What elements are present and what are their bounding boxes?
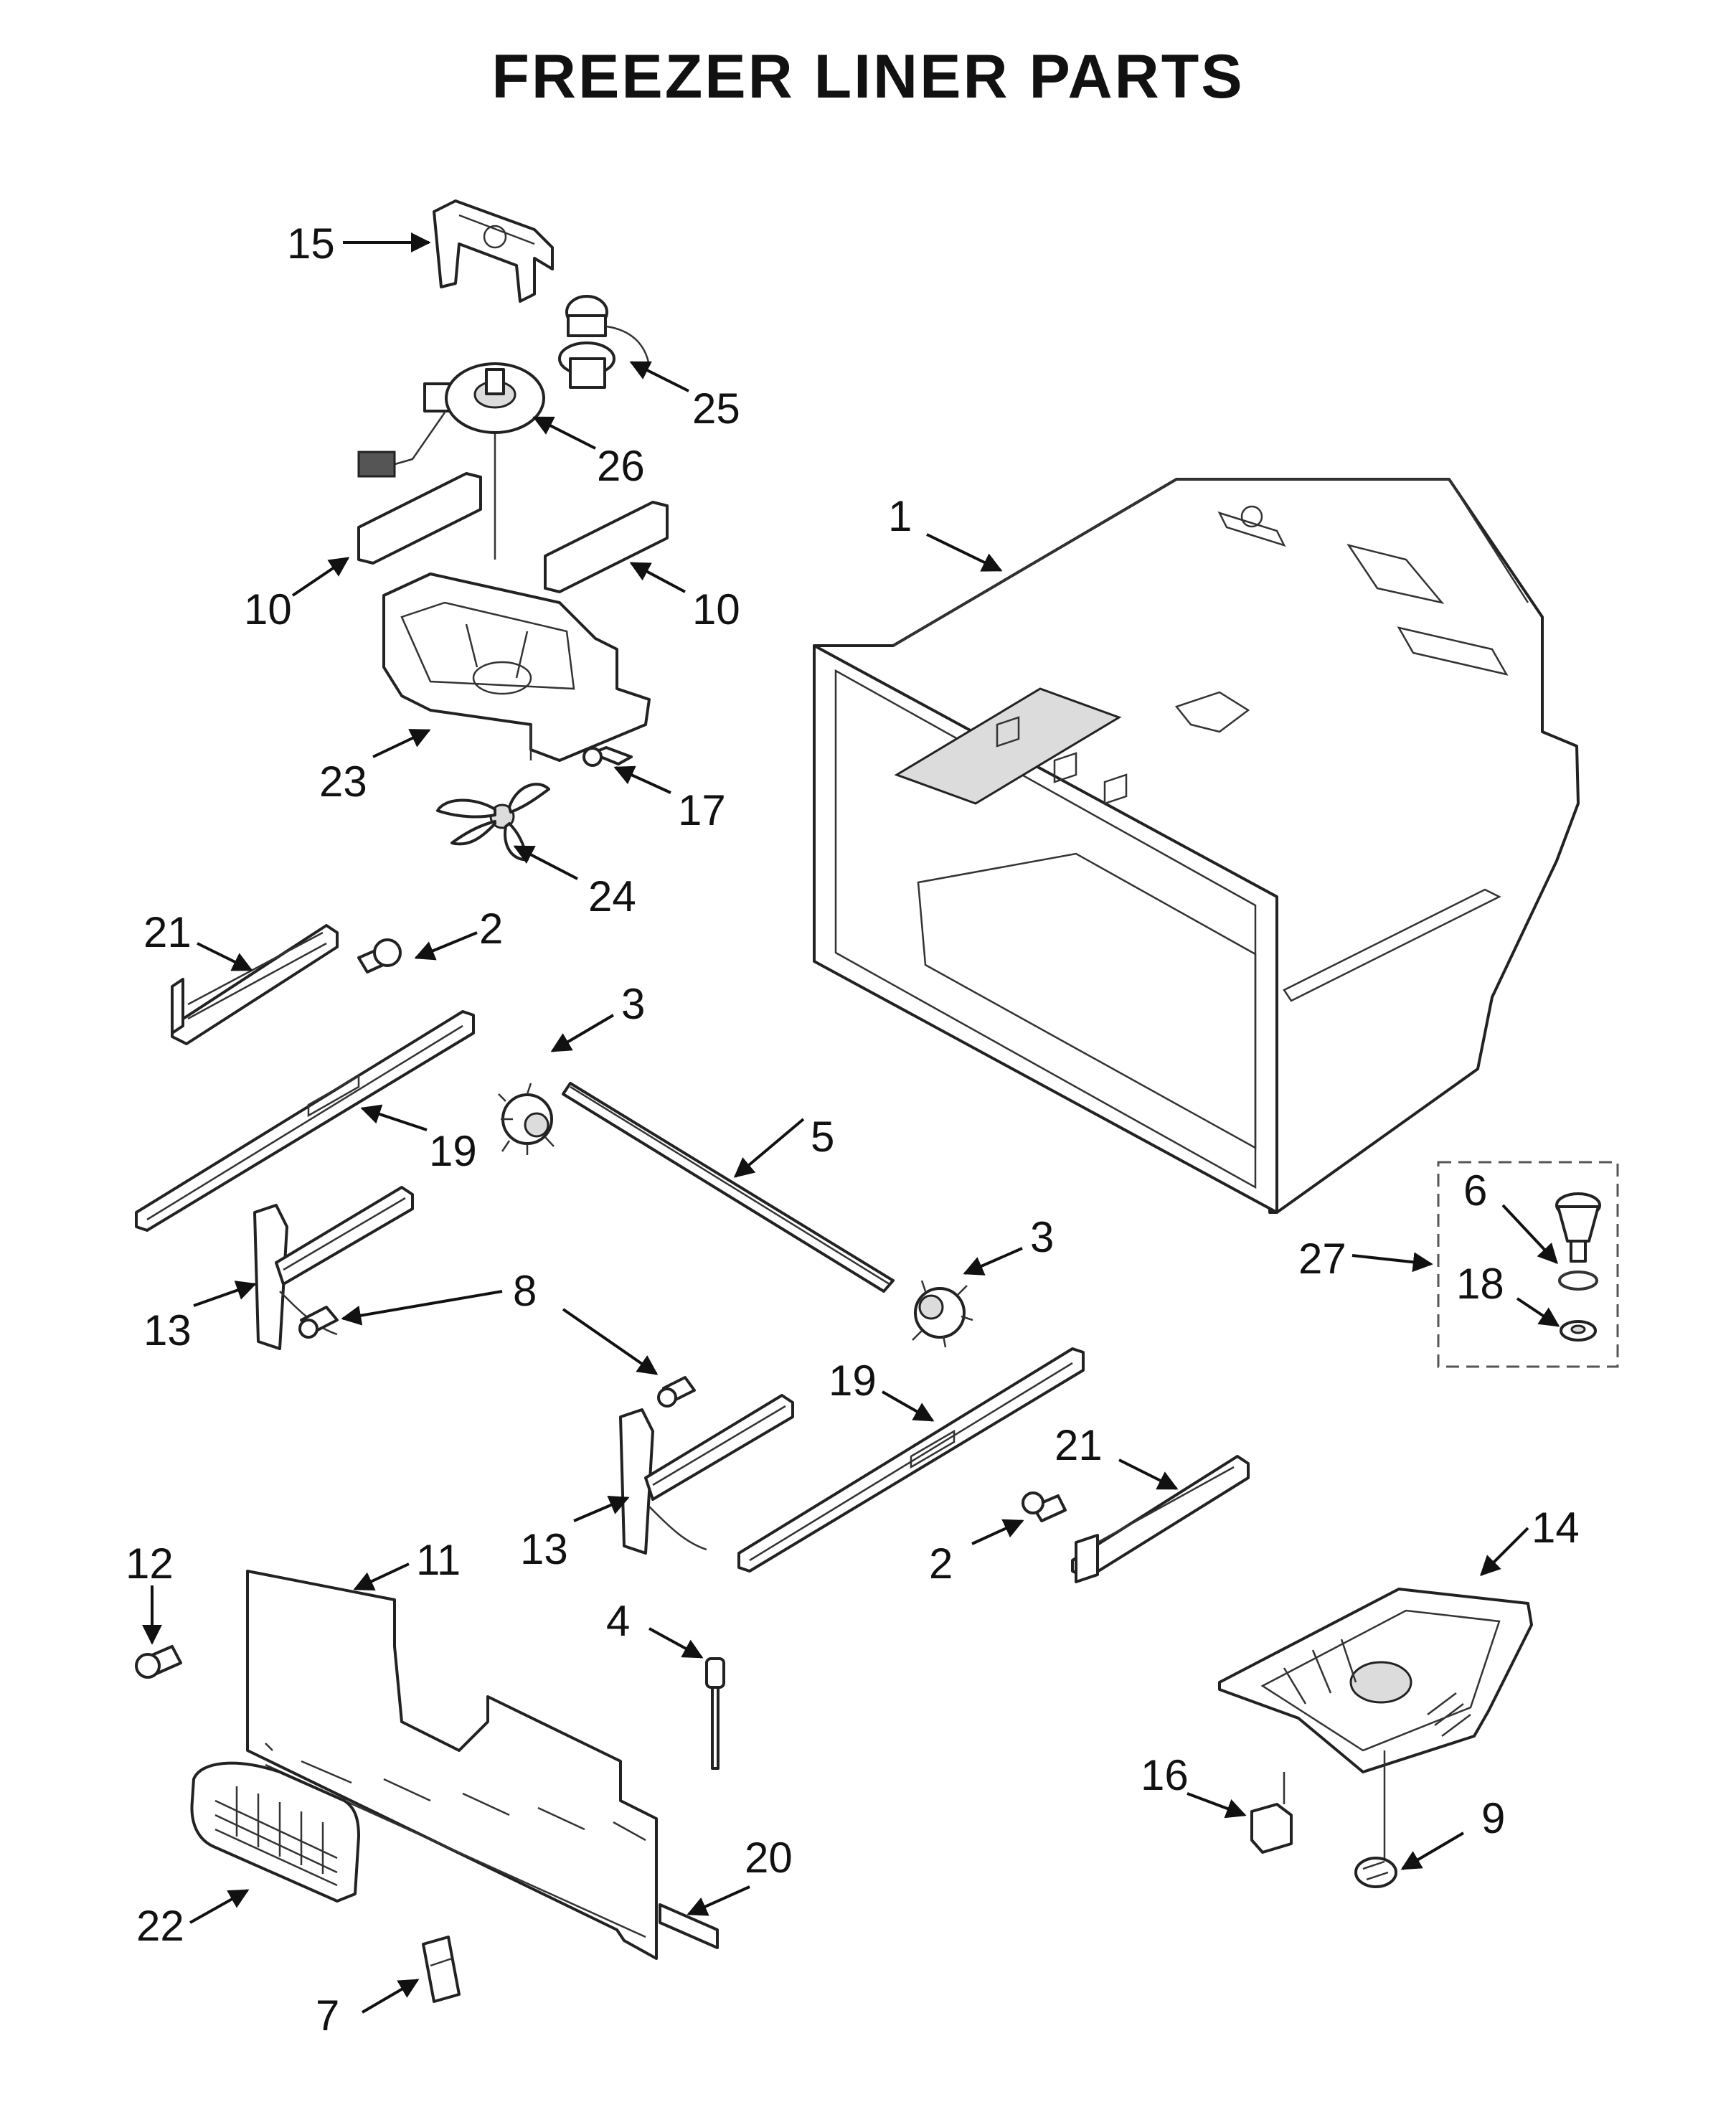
callout-10-left: 10 [244,585,292,633]
callout-12: 12 [126,1540,174,1588]
fan-housing-part-23 [382,572,651,762]
kit-part-27 [1437,1161,1619,1368]
clip-part-7 [422,1936,461,2003]
drawer-rail-part-19-right [737,1347,1085,1573]
callout-18: 18 [1456,1260,1504,1308]
callout-4: 4 [606,1597,630,1645]
callout-13-right: 13 [520,1525,568,1573]
leader-lines [142,232,1560,2014]
callout-2-right: 2 [929,1540,953,1588]
callout-5: 5 [811,1113,834,1161]
o-ring-part-27 [1558,1271,1598,1291]
screw-part-17 [582,746,633,767]
screw-part-2-left [357,938,402,974]
callout-10-right: 10 [692,585,740,633]
callout-7: 7 [316,1991,339,2040]
callout-24: 24 [588,872,636,920]
callout-27: 27 [1298,1235,1346,1283]
callout-labels: 15 25 26 1 10 10 23 17 24 21 2 3 19 5 6 … [126,220,1580,2040]
callout-9: 9 [1481,1794,1505,1842]
callout-3-right: 3 [1030,1213,1054,1261]
callout-19-left: 19 [429,1127,477,1175]
callout-17: 17 [678,786,726,834]
callout-15: 15 [287,220,335,268]
screw-part-12 [135,1645,182,1679]
callout-20: 20 [745,1834,793,1882]
callout-6: 6 [1463,1166,1487,1215]
callout-26: 26 [597,442,645,490]
screw-part-8-left [298,1306,339,1339]
callout-21-left: 21 [143,908,192,956]
callout-19-right: 19 [829,1357,877,1405]
screw-part-2-right [1022,1491,1067,1522]
ice-bin-part-14 [1218,1588,1533,1773]
freezer-liner-part-1 [813,478,1580,1214]
light-part-9 [1354,1750,1397,1888]
fan-motor-bracket-part-15 [433,199,554,303]
foam-block-part-10-right [544,501,669,593]
callout-22: 22 [136,1902,184,1950]
callout-1: 1 [888,492,912,540]
callout-2-left: 2 [479,905,503,953]
switch-part-16 [1250,1772,1293,1854]
pinion-gear-part-3-left [498,1083,555,1155]
slide-bracket-part-13-left [253,1186,414,1350]
fan-blade-part-24 [436,783,550,862]
callout-21-right: 21 [1055,1421,1103,1469]
screw-part-8-right [657,1376,696,1408]
callout-3-left: 3 [621,980,645,1028]
callout-14: 14 [1532,1504,1580,1552]
pinion-gear-part-3-right [912,1280,973,1348]
grommet-part-18 [1560,1320,1597,1342]
damper-control-part-25 [558,295,651,389]
thermistor-part-4 [705,1657,725,1770]
drain-part-6 [1555,1192,1601,1263]
callout-16: 16 [1141,1751,1189,1799]
air-grille-part-22 [190,1761,360,1903]
callout-13-left: 13 [143,1306,192,1354]
fan-motor-part-26 [357,362,545,560]
pinion-shaft-part-5 [562,1082,895,1293]
drawer-support-part-21-right [1071,1455,1250,1583]
callout-8: 8 [513,1267,537,1315]
callout-25: 25 [692,385,740,433]
foam-block-part-10-left [357,472,482,565]
drawer-support-part-21-left [171,924,339,1045]
callout-11: 11 [416,1536,461,1584]
callout-23: 23 [319,758,367,806]
diagram-title: FREEZER LINER PARTS [491,42,1245,111]
drawer-rail-part-19-left [135,1010,475,1232]
slide-bracket-part-13-right [619,1394,794,1555]
foam-strip-part-20 [659,1903,719,1949]
evaporator-cover-part-11 [246,1570,658,1960]
